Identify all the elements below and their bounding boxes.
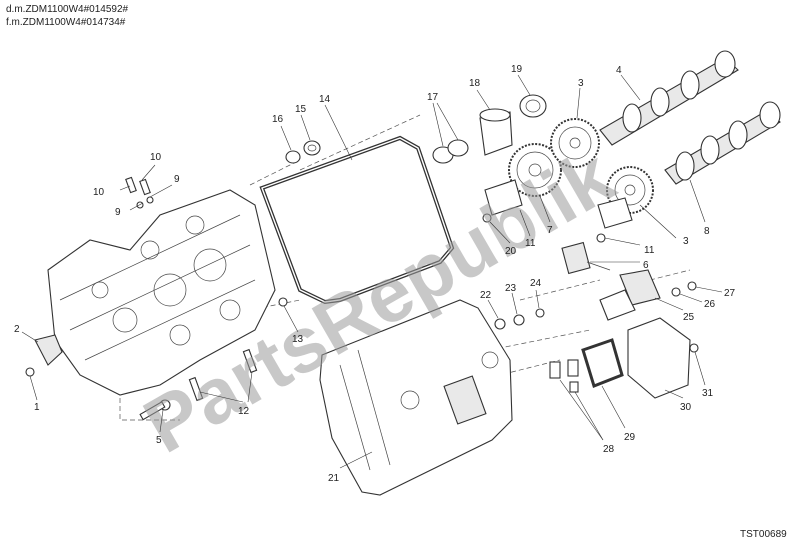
screw-and-washer bbox=[671, 281, 697, 297]
callout-3: 3 bbox=[578, 78, 584, 89]
callout-3: 3 bbox=[683, 236, 689, 247]
callout-8: 8 bbox=[704, 226, 710, 237]
callout-31: 31 bbox=[702, 388, 714, 399]
callout-6: 6 bbox=[643, 260, 649, 271]
callout-2: 2 bbox=[14, 324, 20, 335]
oil-seal bbox=[519, 94, 547, 118]
seal-ring bbox=[278, 297, 288, 307]
sensor bbox=[561, 241, 611, 275]
frame-number-start: d.m.ZDM1100W4#014592# bbox=[6, 4, 129, 15]
callout-28: 28 bbox=[603, 444, 615, 455]
callout-11: 11 bbox=[525, 238, 536, 249]
reference-code: TST00689 bbox=[740, 529, 787, 540]
callout-10: 10 bbox=[150, 152, 162, 163]
callout-4: 4 bbox=[616, 65, 622, 76]
plug-and-washer bbox=[285, 140, 321, 164]
callout-9: 9 bbox=[115, 207, 121, 218]
callout-labels: 1 2 3 3 4 5 6 7 8 9 9 10 10 11 11 12 13 … bbox=[14, 64, 736, 484]
rectangular-gasket bbox=[581, 338, 624, 388]
cylinder-cap bbox=[479, 108, 513, 156]
dowel-pins bbox=[188, 348, 258, 402]
cover-gasket bbox=[259, 135, 455, 305]
callout-19: 19 bbox=[511, 64, 523, 75]
camshaft-gears bbox=[508, 118, 654, 214]
callout-7: 7 bbox=[547, 225, 553, 236]
retaining-plates bbox=[482, 179, 633, 243]
callout-15: 15 bbox=[295, 104, 307, 115]
callout-21: 21 bbox=[328, 473, 340, 484]
callout-17: 17 bbox=[427, 92, 439, 103]
cylinder-head bbox=[47, 189, 276, 396]
connector-clips bbox=[549, 359, 579, 393]
callout-23: 23 bbox=[505, 283, 517, 294]
valve-cover bbox=[319, 299, 513, 496]
callout-29: 29 bbox=[624, 432, 636, 443]
callout-9: 9 bbox=[174, 174, 180, 185]
callout-14: 14 bbox=[319, 94, 331, 105]
callout-1: 1 bbox=[34, 402, 40, 413]
callout-26: 26 bbox=[704, 299, 716, 310]
variator-actuator bbox=[599, 269, 661, 321]
frame-number-end: f.m.ZDM1100W4#014734# bbox=[6, 17, 126, 28]
bolt bbox=[139, 399, 171, 421]
callout-25: 25 bbox=[683, 312, 695, 323]
callout-27: 27 bbox=[724, 288, 736, 299]
callout-12: 12 bbox=[238, 406, 250, 417]
callout-11: 11 bbox=[644, 245, 655, 256]
leader-lines bbox=[21, 74, 723, 469]
callout-18: 18 bbox=[469, 78, 481, 89]
gasket-cover bbox=[627, 317, 699, 399]
callout-22: 22 bbox=[480, 290, 492, 301]
cover-fasteners bbox=[494, 308, 545, 330]
callout-5: 5 bbox=[156, 435, 162, 446]
callout-24: 24 bbox=[530, 278, 542, 289]
camshafts bbox=[599, 50, 781, 185]
o-rings bbox=[432, 139, 469, 164]
callout-16: 16 bbox=[272, 114, 284, 125]
callout-30: 30 bbox=[680, 402, 692, 413]
callout-13: 13 bbox=[292, 334, 304, 345]
bracket bbox=[25, 334, 63, 377]
studs-group bbox=[125, 176, 154, 209]
callout-10: 10 bbox=[93, 187, 105, 198]
callout-20: 20 bbox=[505, 246, 517, 257]
